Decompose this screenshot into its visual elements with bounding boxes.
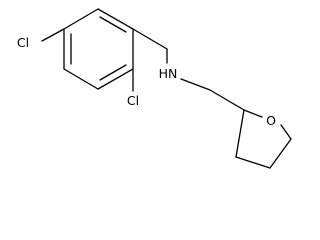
atom-labels: Cl Cl HN O	[17, 35, 276, 128]
bond	[235, 156, 271, 169]
bond	[63, 68, 99, 90]
bond	[235, 109, 245, 158]
atom-label-chlorine: Cl	[127, 93, 139, 108]
chemical-structure-diagram: Cl Cl HN O	[17, 8, 292, 169]
atom-label-oxygen: O	[266, 113, 276, 128]
bond-ch2	[132, 28, 168, 50]
bond	[97, 8, 134, 30]
bond-nh-ch2	[180, 78, 211, 91]
bond-ch2-ring	[209, 89, 245, 111]
bond	[97, 68, 134, 90]
bond-to-cl-left	[41, 28, 65, 42]
bond	[269, 138, 292, 169]
double-bond-inner	[99, 64, 127, 81]
bond	[243, 109, 263, 118]
bond-lines	[41, 8, 292, 169]
atom-label-chlorine: Cl	[17, 35, 29, 50]
atom-label-amine: HN	[159, 66, 178, 81]
double-bond-inner	[99, 16, 127, 33]
bond	[63, 8, 99, 30]
bond	[280, 124, 292, 140]
